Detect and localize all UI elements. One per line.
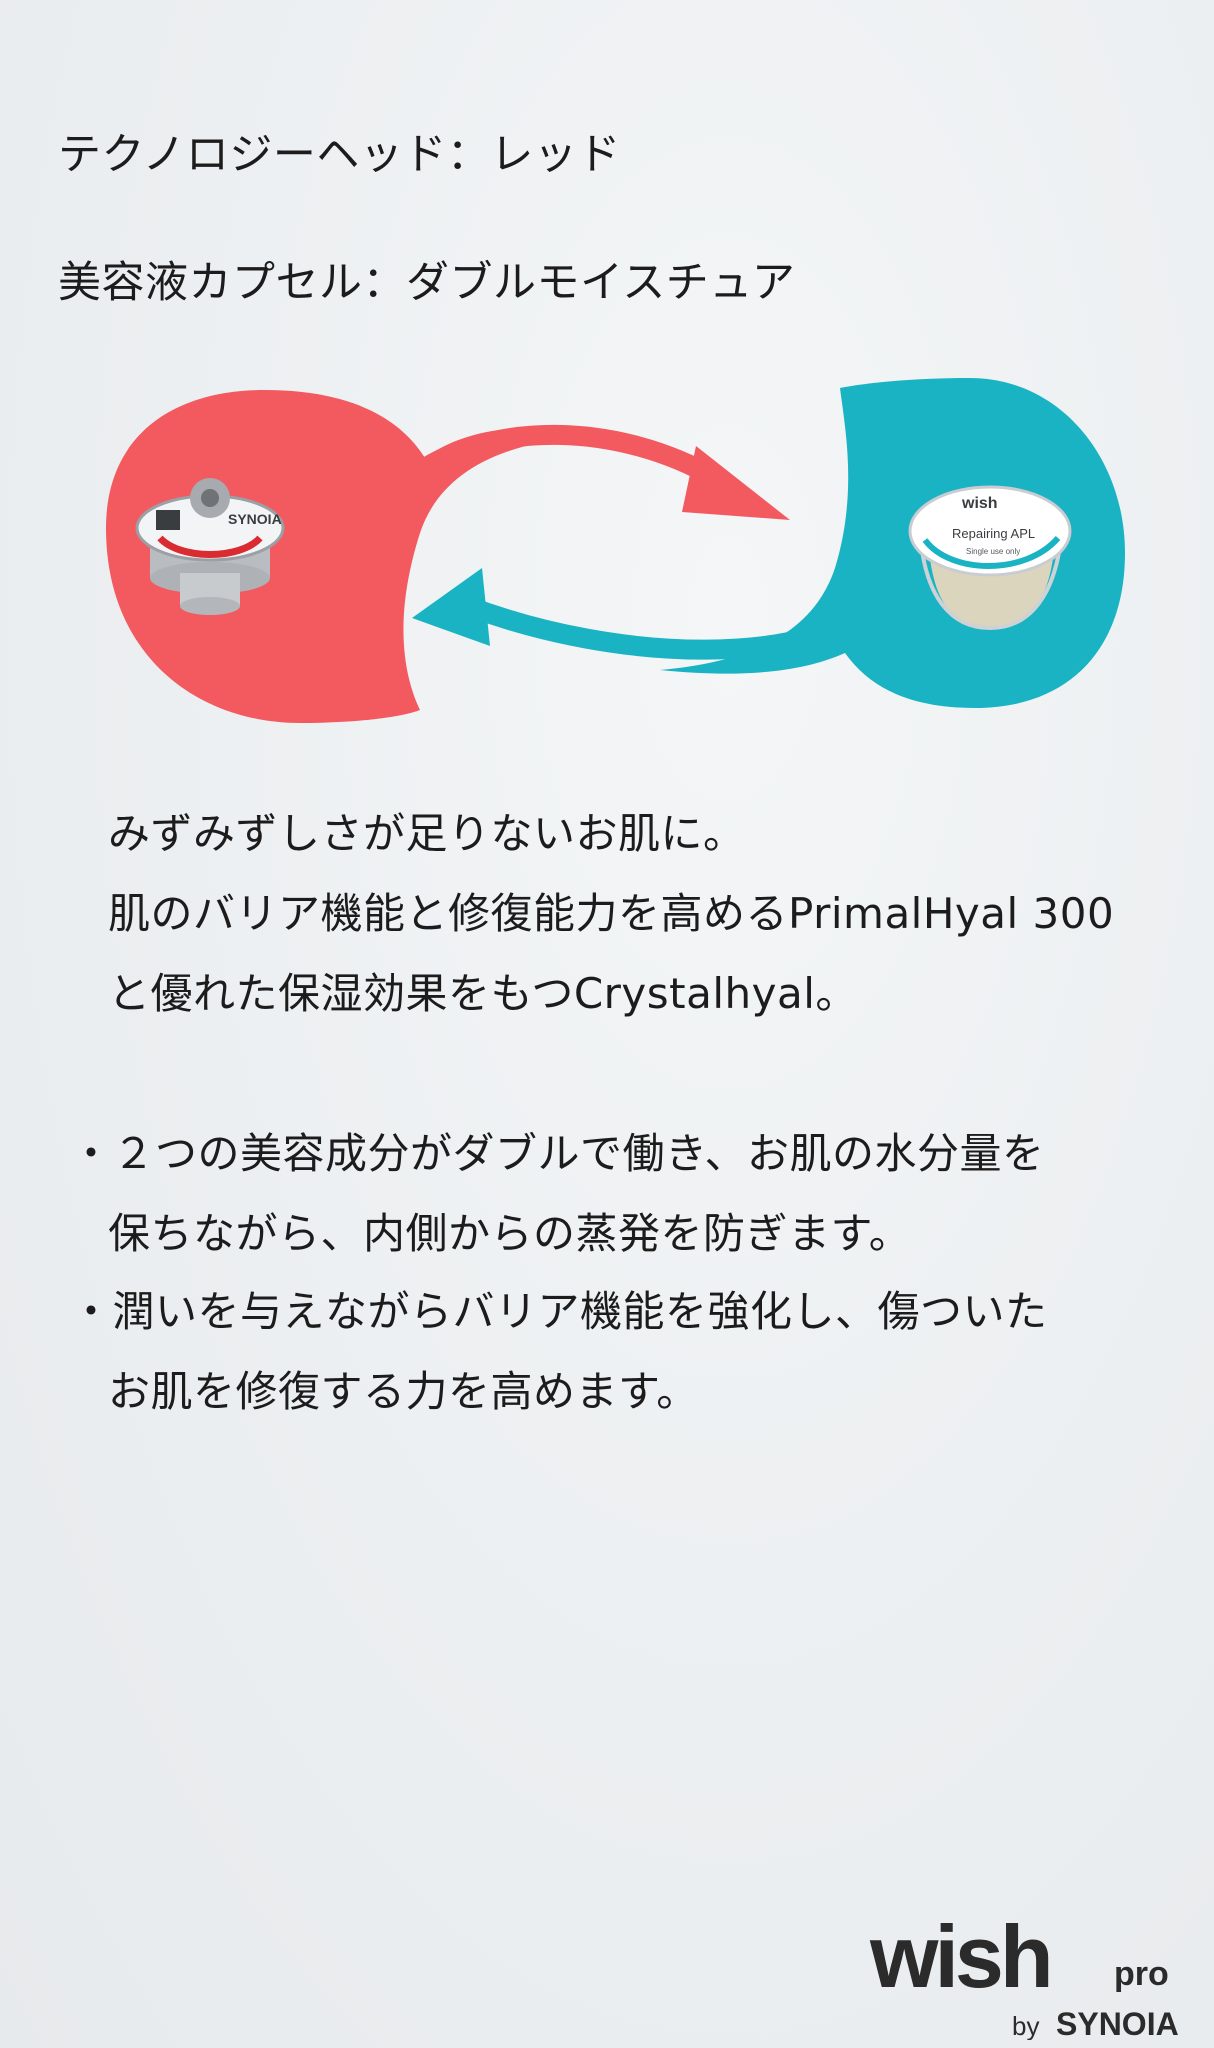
cyan-arrow-shaft [458,588,900,660]
description-line-2: 肌のバリア機能と修復能力を高めるPrimalHyal 300 [108,889,1115,938]
serum-capsule-icon: wish Repairing APL Single use only [908,485,1072,631]
logo-company-text: SYNOIA [1056,2006,1179,2040]
bullet-2-line-2: お肌を修復する力を高めます。 [108,1367,699,1416]
capsule-label: 美容液カプセル：ダブルモイスチュア [58,258,796,308]
red-blob [106,390,600,723]
logo-pro-text: pro [1114,1955,1169,1993]
red-arrow-head [682,446,790,520]
logo-by-text: by [1012,2011,1039,2040]
capsule-note-text: Single use only [966,547,1020,556]
description-line-3: と優れた保湿効果をもつCrystalhyal。 [108,969,858,1018]
wishpro-logo: wish pro by SYNOIA [869,1907,1179,2040]
technology-head-red-icon: SYNOIA [135,478,285,615]
bullet-1-line-2: 保ちながら、内側からの蒸発を防ぎます。 [108,1209,912,1258]
red-arrow-shaft [400,424,725,488]
head-brand-text: SYNOIA [228,511,282,527]
exchange-illustration: SYNOIA wish Repairing APL Single use onl… [106,378,1125,723]
logo-wish-text: wish [869,1907,1050,2006]
cyan-arrow-head [412,568,490,646]
description-line-1: みずみずしさが足りないお肌に。 [108,809,746,858]
bullet-2-line-1: ・潤いを与えながらバリア機能を強化し、傷ついた [70,1287,1048,1336]
technology-head-label: テクノロジーヘッド：レッド [58,130,621,180]
bullet-1-line-1: ・２つの美容成分がダブルで働き、お肌の水分量を [70,1129,1045,1178]
capsule-brand-text: wish [961,495,998,512]
capsule-name-text: Repairing APL [952,526,1035,541]
